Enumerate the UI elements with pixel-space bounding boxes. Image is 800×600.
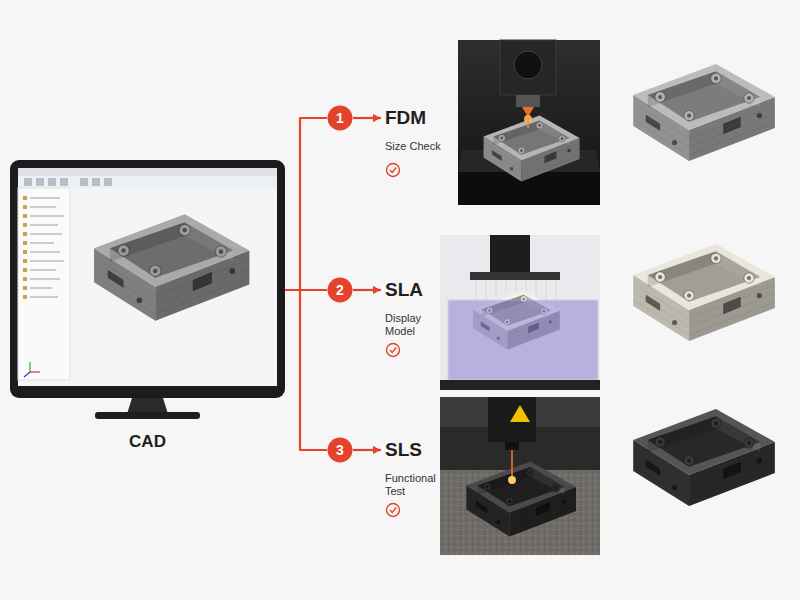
method-label: FDM Size Check bbox=[385, 104, 455, 174]
step-number: 3 bbox=[327, 437, 353, 463]
cad-monitor bbox=[10, 160, 285, 419]
flow-arrow bbox=[353, 449, 381, 451]
method-name: FDM bbox=[385, 104, 455, 132]
node-heading: CAD bbox=[129, 432, 166, 452]
check-icon bbox=[387, 504, 400, 517]
step-number: 1 bbox=[327, 105, 353, 131]
method-purpose: Display Model bbox=[385, 312, 441, 338]
cad-workstation: CAD bbox=[10, 160, 285, 452]
branch-line bbox=[285, 118, 327, 290]
method-label: SLS Functional Test bbox=[385, 436, 447, 506]
method-name: SLS bbox=[385, 436, 447, 464]
step-circle bbox=[328, 278, 353, 303]
method-purpose: Size Check bbox=[385, 140, 455, 153]
fdm-part bbox=[633, 64, 775, 161]
step-circle bbox=[328, 106, 353, 131]
sla-part bbox=[633, 244, 775, 341]
step-number-text: 1 bbox=[327, 105, 353, 131]
flow-arrow bbox=[353, 289, 381, 291]
sla-printer-photo bbox=[440, 235, 600, 390]
sls-printer-photo bbox=[440, 397, 600, 555]
step-number-text: 2 bbox=[327, 277, 353, 303]
method-purpose: Functional Test bbox=[385, 472, 447, 498]
branch-line bbox=[285, 290, 327, 450]
step-number: 2 bbox=[327, 277, 353, 303]
method-label: SLA Display Model bbox=[385, 276, 441, 346]
step-number-text: 3 bbox=[327, 437, 353, 463]
sls-part bbox=[633, 409, 775, 506]
check-icon bbox=[387, 164, 400, 177]
flow-arrow bbox=[353, 117, 381, 119]
step-circle bbox=[328, 438, 353, 463]
method-name: SLA bbox=[385, 276, 441, 304]
fdm-printer-photo bbox=[458, 40, 600, 205]
check-icon bbox=[387, 344, 400, 357]
